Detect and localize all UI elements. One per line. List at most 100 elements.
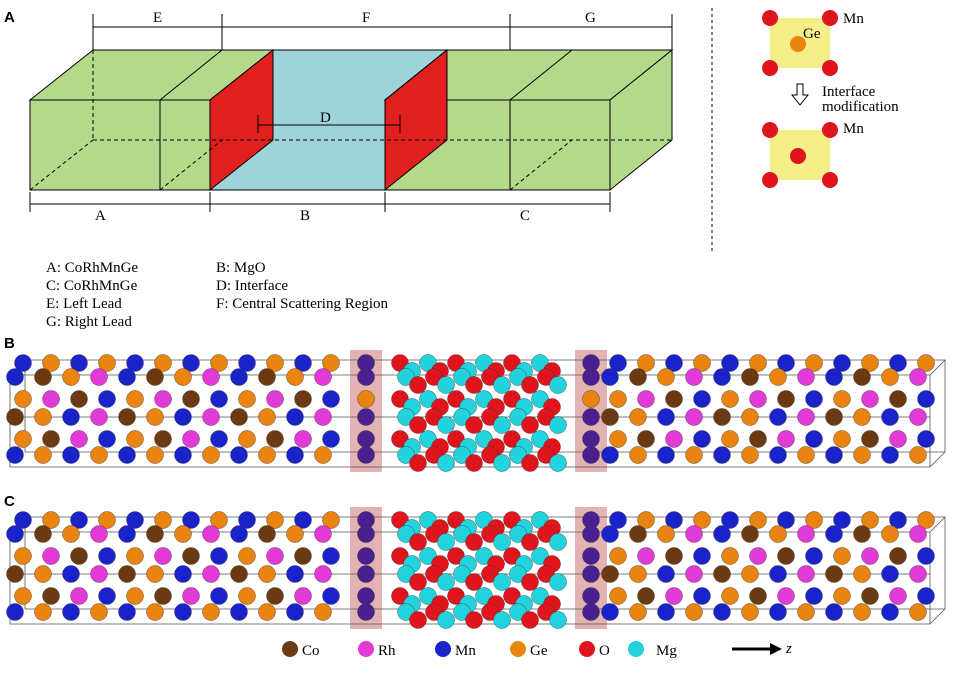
atom [833, 511, 851, 529]
atom [721, 587, 739, 605]
atom [202, 525, 220, 543]
atom [693, 547, 711, 565]
atom [721, 390, 739, 408]
interface-atom [582, 390, 600, 408]
atom [314, 408, 332, 426]
atom [601, 603, 619, 621]
atom [805, 587, 823, 605]
atom [909, 446, 927, 464]
mgo-atom [409, 573, 427, 591]
atom [769, 565, 787, 583]
legend-line-3-left: E: Left Lead [46, 296, 122, 312]
atom [70, 547, 88, 565]
atom [685, 408, 703, 426]
atom [861, 430, 879, 448]
atom [861, 354, 879, 372]
atom [62, 565, 80, 583]
atom [42, 511, 60, 529]
svg-text:Rh: Rh [378, 643, 396, 659]
atom [769, 368, 787, 386]
atom [805, 430, 823, 448]
atom [98, 511, 116, 529]
svg-text:Mg: Mg [656, 643, 677, 659]
atom [601, 368, 619, 386]
atom [657, 603, 675, 621]
inset-ge-label: Ge [803, 26, 821, 42]
atom [909, 368, 927, 386]
left-interface-plane [209, 48, 274, 192]
atom [258, 565, 276, 583]
atom [833, 430, 851, 448]
interface-atom [582, 565, 600, 583]
atom [881, 408, 899, 426]
interface-atom [357, 430, 375, 448]
svg-text:Co: Co [302, 643, 320, 659]
atom [629, 446, 647, 464]
mgo-atom [409, 611, 427, 629]
atom [42, 430, 60, 448]
atom [118, 408, 136, 426]
legend-rh: Rh [358, 641, 396, 659]
dim-label-a: A [95, 208, 106, 224]
atom [777, 354, 795, 372]
atom [42, 390, 60, 408]
atom [833, 547, 851, 565]
atom [258, 408, 276, 426]
atom [98, 547, 116, 565]
atom [825, 368, 843, 386]
mgo-atom [521, 376, 539, 394]
atom [609, 511, 627, 529]
atom [322, 587, 340, 605]
atom [90, 525, 108, 543]
atom [881, 603, 899, 621]
mgo-atom [521, 416, 539, 434]
mgo-atom [521, 454, 539, 472]
atom [210, 354, 228, 372]
atom [749, 430, 767, 448]
atom [146, 368, 164, 386]
atom [118, 525, 136, 543]
top-dimensions: E F G [92, 10, 673, 50]
dim-label-c: C [520, 208, 530, 224]
mgo-atom [493, 611, 511, 629]
atom [118, 446, 136, 464]
mgo-atom [437, 533, 455, 551]
atom [98, 587, 116, 605]
atom [230, 525, 248, 543]
atom [665, 430, 683, 448]
atom [182, 587, 200, 605]
atom [314, 368, 332, 386]
atom [881, 446, 899, 464]
atom [665, 511, 683, 529]
atom [210, 587, 228, 605]
atom [713, 446, 731, 464]
atom [909, 603, 927, 621]
atom [210, 430, 228, 448]
mgo-atom [493, 454, 511, 472]
atom [202, 603, 220, 621]
atom [721, 547, 739, 565]
interface-atom [357, 547, 375, 565]
mgo-atom [437, 611, 455, 629]
atom [90, 603, 108, 621]
dim-label-d: D [320, 110, 331, 126]
mgo-atom [465, 376, 483, 394]
atom [146, 603, 164, 621]
atom [657, 408, 675, 426]
atom [889, 547, 907, 565]
atom [777, 587, 795, 605]
mgo-atom [549, 376, 567, 394]
mgo-atom [549, 416, 567, 434]
interface-atom [582, 525, 600, 543]
atom [685, 565, 703, 583]
atom [601, 408, 619, 426]
atom [861, 547, 879, 565]
mgo-atom [437, 376, 455, 394]
atom [202, 565, 220, 583]
atom [825, 446, 843, 464]
atom [861, 511, 879, 529]
interface-atom [357, 408, 375, 426]
atom [825, 603, 843, 621]
atom [693, 587, 711, 605]
atom [721, 430, 739, 448]
